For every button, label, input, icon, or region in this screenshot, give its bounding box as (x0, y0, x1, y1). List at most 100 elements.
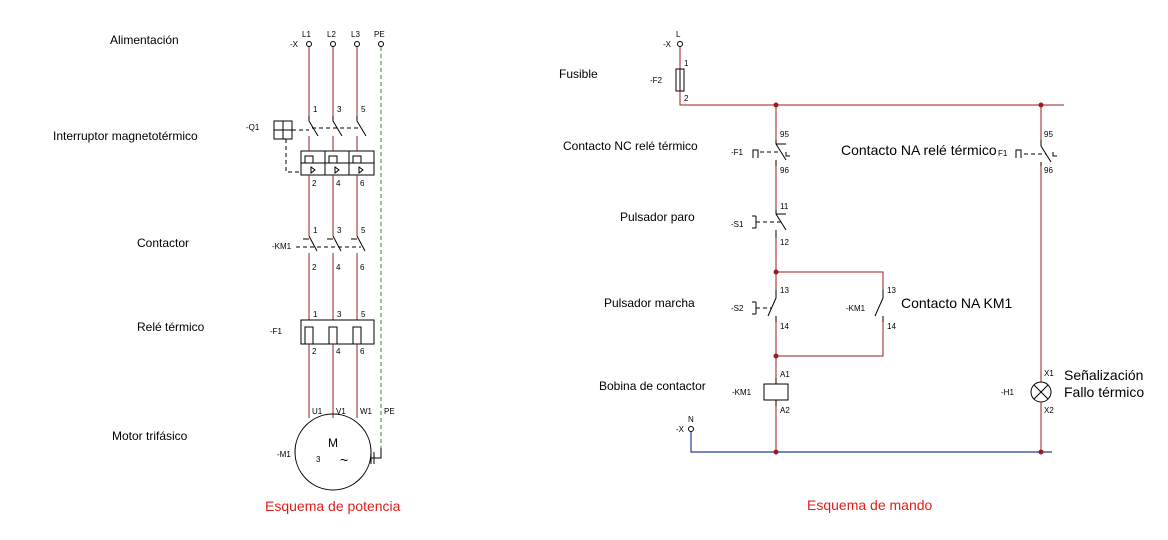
no-relay-contact: 95 96 F1 (998, 130, 1057, 175)
start-term-14: 14 (780, 322, 789, 331)
motor-symbol: M (328, 436, 338, 450)
contactor-contacts (308, 235, 366, 252)
no-designator: F1 (998, 149, 1008, 158)
fuse-term-2: 2 (684, 94, 689, 103)
stop-term-12: 12 (780, 238, 789, 247)
contactor-term-3: 3 (337, 226, 342, 235)
contactor-designator: -KM1 (272, 242, 292, 251)
motor-term-pe: PE (384, 407, 395, 416)
top-bus (679, 91, 1064, 106)
label-nc-relay: Contacto NC relé térmico (563, 139, 698, 153)
start-button: 13 14 -S2 (731, 286, 789, 331)
neutral-bus (690, 432, 1052, 453)
breaker-term-4: 4 (336, 179, 341, 188)
label-no-relay: Contacto NA relé térmico (841, 142, 997, 158)
label-supply: Alimentación (110, 33, 179, 47)
breaker-term-1: 1 (313, 105, 318, 114)
motor-m1: U1 V1 W1 PE M 3 ~ -M1 (277, 407, 395, 491)
coil-icon (763, 383, 789, 401)
breaker-q1: 1 3 5 -Q1 2 4 6 (246, 105, 375, 188)
nc-designator: -F1 (731, 148, 744, 157)
coil-designator: -KM1 (732, 388, 752, 397)
control-supply-designator: -X (663, 40, 672, 49)
km1-no-contact: 13 14 -KM1 (846, 286, 896, 331)
relay-term-4: 4 (336, 347, 341, 356)
terminal-l1 (306, 41, 312, 47)
breaker-term-3: 3 (337, 105, 342, 114)
relay-designator: -F1 (270, 327, 283, 336)
signal-lamp: X1 X2 -H1 (1001, 369, 1054, 415)
power-scheme: Alimentación Interruptor magnetotérmico … (53, 30, 401, 514)
nc-term-96: 96 (780, 166, 789, 175)
lamp-designator: -H1 (1001, 388, 1014, 397)
relay-term-2: 2 (312, 347, 317, 356)
breaker-term-5: 5 (361, 105, 366, 114)
contactor-term-6: 6 (360, 263, 365, 272)
lamp-term-x2: X2 (1044, 406, 1054, 415)
motor-designator: -M1 (277, 450, 291, 459)
start-term-13: 13 (780, 286, 789, 295)
coil-term-a1: A1 (780, 370, 790, 379)
start-designator: -S2 (731, 304, 744, 313)
stop-button: 11 12 -S1 (731, 202, 789, 247)
node-hold-bottom (773, 353, 779, 359)
contactor-term-1: 1 (313, 226, 318, 235)
node-neutral-main (773, 449, 779, 455)
power-caption: Esquema de potencia (265, 498, 401, 514)
label-fuse: Fusible (559, 67, 598, 81)
hold-loop-bottom (776, 322, 884, 357)
phase-wires-top (308, 47, 358, 116)
label-signal-1: Señalización (1064, 367, 1143, 383)
label-signal-2: Fallo térmico (1064, 384, 1144, 400)
control-caption: Esquema de mando (807, 497, 933, 513)
nc-relay-contact: 95 96 -F1 (731, 130, 790, 175)
label-contactor: Contactor (137, 236, 189, 250)
label-thermal-relay: Relé térmico (137, 320, 205, 334)
label-start: Pulsador marcha (604, 296, 695, 310)
neutral-label: N (688, 415, 694, 424)
contactor-coil: A1 A2 -KM1 (732, 370, 790, 415)
phase-label-pe: PE (374, 30, 385, 39)
fuse-term-1: 1 (684, 59, 689, 68)
motor-term-u1: U1 (312, 407, 323, 416)
lamp-term-x1: X1 (1044, 369, 1054, 378)
contactor-term-2: 2 (312, 263, 317, 272)
neutral-terminal (688, 426, 694, 432)
motor-ac-symbol: ~ (340, 452, 348, 468)
motor-term-w1: W1 (360, 407, 373, 416)
node-hold-top (773, 269, 779, 275)
relay-term-5: 5 (361, 310, 366, 319)
phase-wires-lower (308, 253, 358, 320)
motor-icon (294, 413, 372, 491)
no-term-95: 95 (1044, 130, 1053, 139)
label-breaker: Interruptor magnetotérmico (53, 129, 198, 143)
coil-term-a2: A2 (780, 406, 790, 415)
km1-designator: -KM1 (846, 304, 866, 313)
terminal-l3 (354, 41, 360, 47)
contactor-term-4: 4 (336, 263, 341, 272)
stop-designator: -S1 (731, 220, 744, 229)
breaker-contacts (308, 116, 367, 137)
terminal-l2 (330, 41, 336, 47)
hold-loop-top (776, 271, 884, 290)
label-motor: Motor trifásico (112, 429, 188, 443)
motor-term-v1: V1 (336, 407, 346, 416)
motor-phases: 3 (316, 455, 321, 464)
node-neutral-signal (1038, 449, 1044, 455)
phase-label-l3: L3 (351, 30, 360, 39)
km1-term-14: 14 (887, 322, 896, 331)
relay-term-3: 3 (337, 310, 342, 319)
control-terminal-l (677, 41, 683, 47)
label-stop: Pulsador paro (620, 210, 695, 224)
km1-term-13: 13 (887, 286, 896, 295)
control-scheme: Fusible Contacto NC relé térmico Pulsado… (559, 30, 1144, 513)
control-line-label: L (676, 30, 681, 39)
label-no-km1: Contacto NA KM1 (901, 295, 1012, 311)
terminal-pe (378, 41, 384, 47)
phase-label-l1: L1 (302, 30, 311, 39)
motor-ground-icon (370, 448, 382, 464)
pushbutton-icon (752, 215, 757, 229)
breaker-designator: -Q1 (246, 123, 260, 132)
